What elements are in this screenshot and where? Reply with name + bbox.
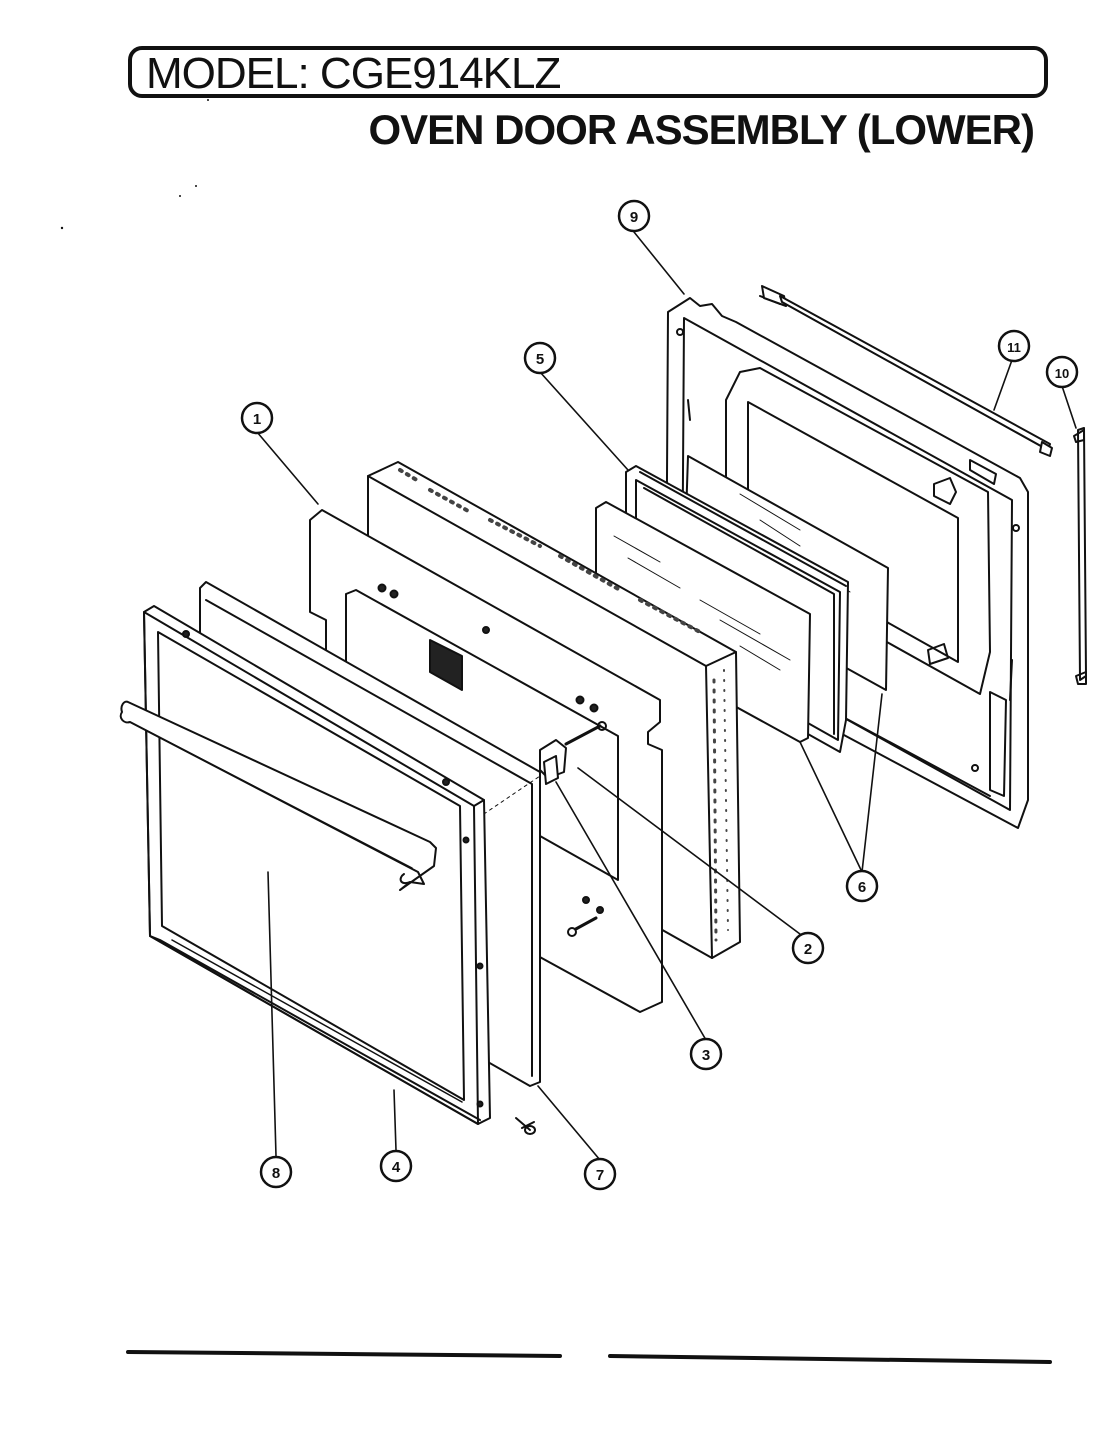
callout-11: 11: [997, 329, 1031, 363]
leader-lines: [256, 231, 1077, 1161]
callout-2: 2: [791, 931, 825, 965]
callout-10: 10: [1045, 355, 1079, 389]
callout-11-label: 11: [1007, 340, 1021, 355]
callout-7-label: 7: [596, 1167, 604, 1184]
callout-1: 1: [240, 401, 274, 435]
part-2-3-hinge-bracket: [477, 721, 607, 1135]
callout-6-label: 6: [858, 879, 866, 896]
bottom-rules: [126, 1350, 1052, 1364]
diagram-title: OVEN DOOR ASSEMBLY (LOWER): [368, 106, 1035, 153]
callout-8: 8: [259, 1155, 293, 1189]
part-10-side-rod: [1073, 427, 1087, 685]
model-number: MODEL: CGE914KLZ: [146, 49, 561, 98]
callout-4-label: 4: [392, 1159, 401, 1176]
callout-9: 9: [617, 199, 651, 233]
callout-2-label: 2: [804, 941, 812, 958]
part-8-handle: [119, 700, 437, 891]
callout-6: 6: [845, 869, 879, 903]
callout-3-label: 3: [702, 1047, 710, 1064]
callouts: 1 2 3 4 5 6 7: [240, 199, 1079, 1191]
part-11-top-channel: [779, 295, 1053, 457]
model-frame: [128, 46, 1048, 98]
callout-7: 7: [583, 1157, 617, 1191]
callout-4: 4: [379, 1149, 413, 1183]
callout-1-label: 1: [253, 411, 261, 428]
callout-8-label: 8: [272, 1165, 280, 1182]
callout-9-label: 9: [630, 209, 638, 226]
callout-5-label: 5: [536, 351, 544, 368]
scan-specks: [60, 99, 209, 230]
callout-10-label: 10: [1055, 366, 1069, 381]
callout-3: 3: [689, 1037, 723, 1071]
callout-5: 5: [523, 341, 557, 375]
part-4-outer-frame: [143, 605, 491, 1125]
